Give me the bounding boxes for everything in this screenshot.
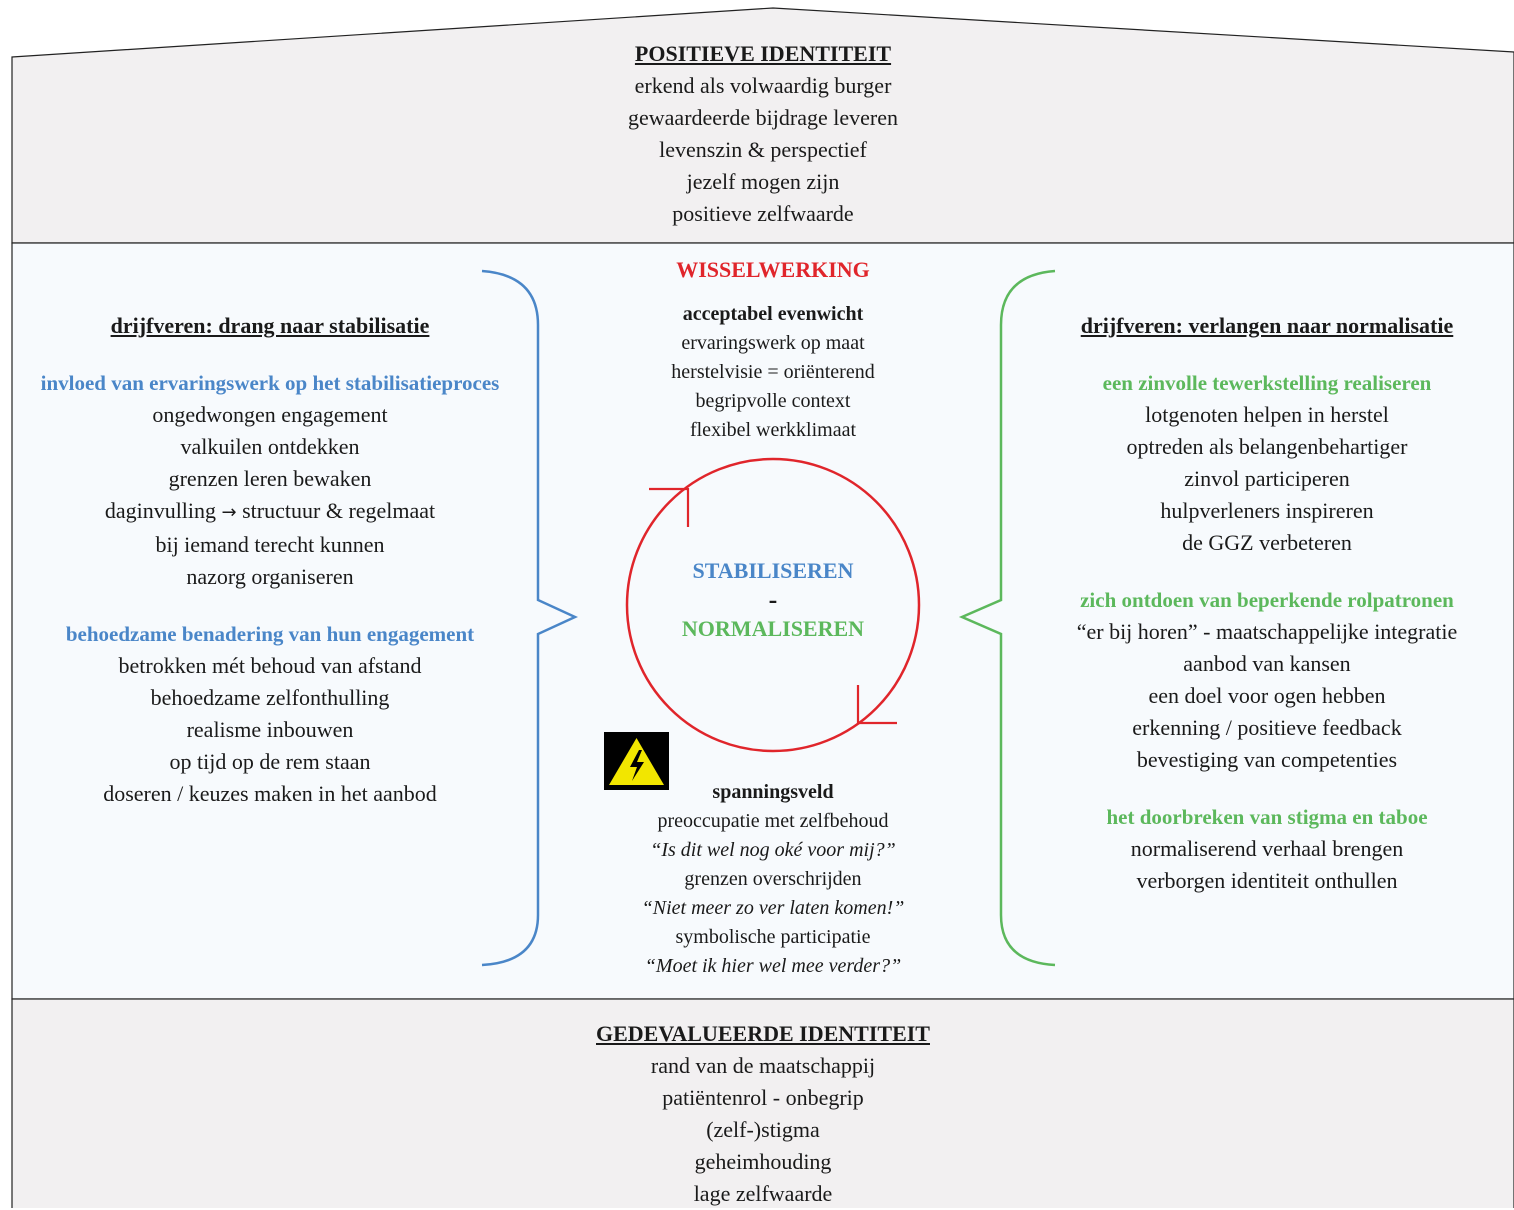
balance-item: herstelvisie = oriënterend bbox=[671, 361, 875, 383]
left-group2-item: realisme inbouwen bbox=[186, 717, 354, 742]
interaction-section: WISSELWERKING acceptabel evenwicht ervar… bbox=[603, 254, 943, 445]
positive-identity-item: levenszin & perspectief bbox=[659, 137, 867, 162]
left-group1-arrow-item: daginvulling → structuur & regelmaat bbox=[40, 495, 500, 529]
cycle-arrow-bottom bbox=[856, 685, 897, 725]
left-group1-item: grenzen leren bewaken bbox=[168, 466, 372, 491]
cycle-arrow-top bbox=[649, 487, 690, 527]
cycle-label-dash: - bbox=[768, 585, 778, 614]
middle-band bbox=[11, 242, 1514, 1000]
positive-identity-item: erkend als volwaardig burger bbox=[634, 73, 892, 98]
left-group2-item: betrokken mét behoud van afstand bbox=[118, 653, 422, 678]
balance-item: begripvolle context bbox=[695, 390, 851, 412]
tension-section: spanningsveld preoccupatie met zelfbehou… bbox=[603, 778, 943, 981]
tension-quote: “Niet meer zo ver laten komen!” bbox=[641, 897, 905, 919]
left-group1-item: ongedwongen engagement bbox=[152, 402, 388, 427]
right-arrow-icon: → bbox=[221, 502, 237, 523]
cycle-label-normaliseren: NORMALISEREN bbox=[681, 616, 865, 641]
left-group2-item: op tijd op de rem staan bbox=[169, 749, 371, 774]
arrow-item-left-text: daginvulling bbox=[104, 498, 217, 523]
balance-item: ervaringswerk op maat bbox=[681, 332, 865, 354]
interaction-heading: WISSELWERKING bbox=[676, 257, 870, 282]
devalued-identity-item: geheimhouding bbox=[694, 1149, 832, 1174]
right-group3-heading: het doorbreken van stigma en taboe bbox=[1106, 805, 1428, 829]
right-group2-heading: zich ontdoen van beperkende rolpatronen bbox=[1080, 588, 1454, 612]
devalued-identity-item: patiëntenrol - onbegrip bbox=[662, 1085, 864, 1110]
left-group2-item: behoedzame zelfonthulling bbox=[150, 685, 390, 710]
right-group1-heading: een zinvolle tewerkstelling realiseren bbox=[1102, 371, 1432, 395]
tension-quote: “Is dit wel nog oké voor mij?” bbox=[650, 839, 896, 861]
left-brace bbox=[481, 269, 578, 967]
left-group1-item: valkuilen ontdekken bbox=[180, 434, 360, 459]
foundation-band bbox=[11, 998, 1514, 1208]
positive-identity-item: jezelf mogen zijn bbox=[686, 169, 840, 194]
right-group1-item: hulpverleners inspireren bbox=[1160, 498, 1374, 523]
devalued-identity-item: (zelf-)stigma bbox=[706, 1117, 820, 1142]
high-voltage-warning-icon bbox=[604, 732, 669, 790]
left-title: drijfveren: drang naar stabilisatie bbox=[110, 313, 430, 338]
left-column: drijfveren: drang naar stabilisatie invl… bbox=[40, 310, 500, 810]
left-group1-heading: invloed van ervaringswerk op het stabili… bbox=[40, 371, 500, 395]
devalued-identity-item: rand van de maatschappij bbox=[650, 1053, 876, 1078]
right-group1-item: de GGZ verbeteren bbox=[1182, 530, 1352, 555]
tension-quote: “Moet ik hier wel mee verder?” bbox=[644, 955, 902, 977]
cycle-labels: STABILISEREN - NORMALISEREN bbox=[653, 555, 893, 645]
right-group3-item: normaliserend verhaal brengen bbox=[1130, 836, 1404, 861]
positive-identity-section: POSITIEVE IDENTITEIT erkend als volwaard… bbox=[12, 38, 1514, 230]
tension-item: preoccupatie met zelfbehoud bbox=[657, 810, 889, 832]
left-group2-item: doseren / keuzes maken in het aanbod bbox=[103, 781, 437, 806]
right-group3-item: verborgen identiteit onthullen bbox=[1136, 868, 1398, 893]
left-group1-item: nazorg organiseren bbox=[186, 564, 354, 589]
tension-title: spanningsveld bbox=[712, 781, 834, 803]
right-group2-item: “er bij horen” - maatschappelijke integr… bbox=[1076, 619, 1458, 644]
right-group2-item: erkenning / positieve feedback bbox=[1132, 715, 1402, 740]
right-column: drijfveren: verlangen naar normalisatie … bbox=[1020, 310, 1514, 897]
right-group1-item: zinvol participeren bbox=[1184, 466, 1350, 491]
balance-title: acceptabel evenwicht bbox=[682, 303, 864, 325]
left-group1-item: bij iemand terecht kunnen bbox=[155, 532, 385, 557]
tension-item: grenzen overschrijden bbox=[684, 868, 862, 890]
right-group2-item: bevestiging van competenties bbox=[1136, 747, 1398, 772]
balance-item: flexibel werkklimaat bbox=[689, 419, 857, 441]
cycle-label-stabiliseren: STABILISEREN bbox=[692, 558, 854, 583]
devalued-identity-title: GEDEVALUEERDE IDENTITEIT bbox=[596, 1021, 930, 1046]
devalued-identity-section: GEDEVALUEERDE IDENTITEIT rand van de maa… bbox=[12, 1018, 1514, 1210]
arrow-item-right-text: structuur & regelmaat bbox=[242, 498, 436, 523]
roof-band bbox=[11, 7, 1514, 244]
right-group1-item: optreden als belangenbehartiger bbox=[1126, 434, 1408, 459]
tension-item: symbolische participatie bbox=[675, 926, 871, 948]
positive-identity-title: POSITIEVE IDENTITEIT bbox=[634, 41, 892, 66]
positive-identity-item: gewaardeerde bijdrage leveren bbox=[628, 105, 898, 130]
right-group2-item: aanbod van kansen bbox=[1183, 651, 1351, 676]
right-group1-item: lotgenoten helpen in herstel bbox=[1145, 402, 1389, 427]
left-group2-heading: behoedzame benadering van hun engagement bbox=[65, 622, 475, 646]
right-brace bbox=[958, 269, 1056, 967]
cycle-circle bbox=[625, 457, 921, 753]
right-title: drijfveren: verlangen naar normalisatie bbox=[1080, 313, 1454, 338]
devalued-identity-item: lage zelfwaarde bbox=[693, 1181, 833, 1206]
positive-identity-item: positieve zelfwaarde bbox=[672, 201, 854, 226]
right-group2-item: een doel voor ogen hebben bbox=[1148, 683, 1386, 708]
